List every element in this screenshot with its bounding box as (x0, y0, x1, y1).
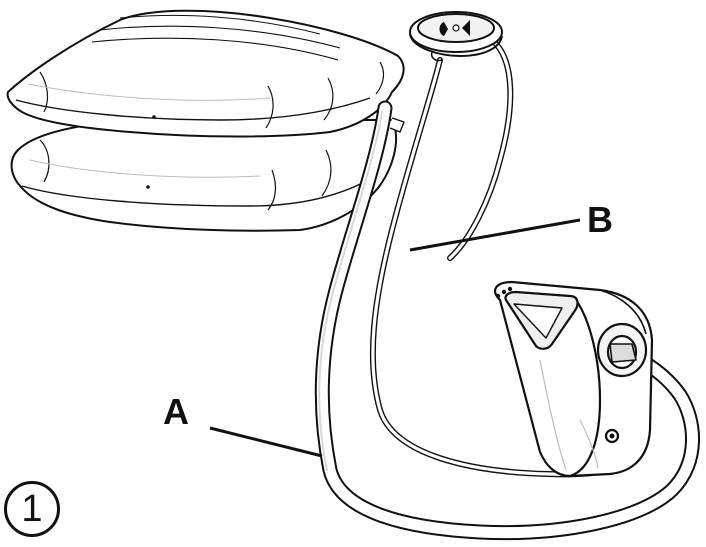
remote-buttons-icon (439, 20, 470, 36)
upper-cushion (6, 9, 405, 138)
leader-line-b (409, 218, 581, 252)
pump-unit (494, 280, 654, 478)
hand-remote (409, 11, 503, 62)
callout-label-b: B (587, 199, 613, 240)
leader-line-a (209, 426, 323, 458)
step-number-badge: 1 (4, 481, 60, 537)
callout-label-a: A (163, 391, 189, 432)
step-number: 1 (21, 488, 43, 530)
hose-a (314, 100, 700, 541)
